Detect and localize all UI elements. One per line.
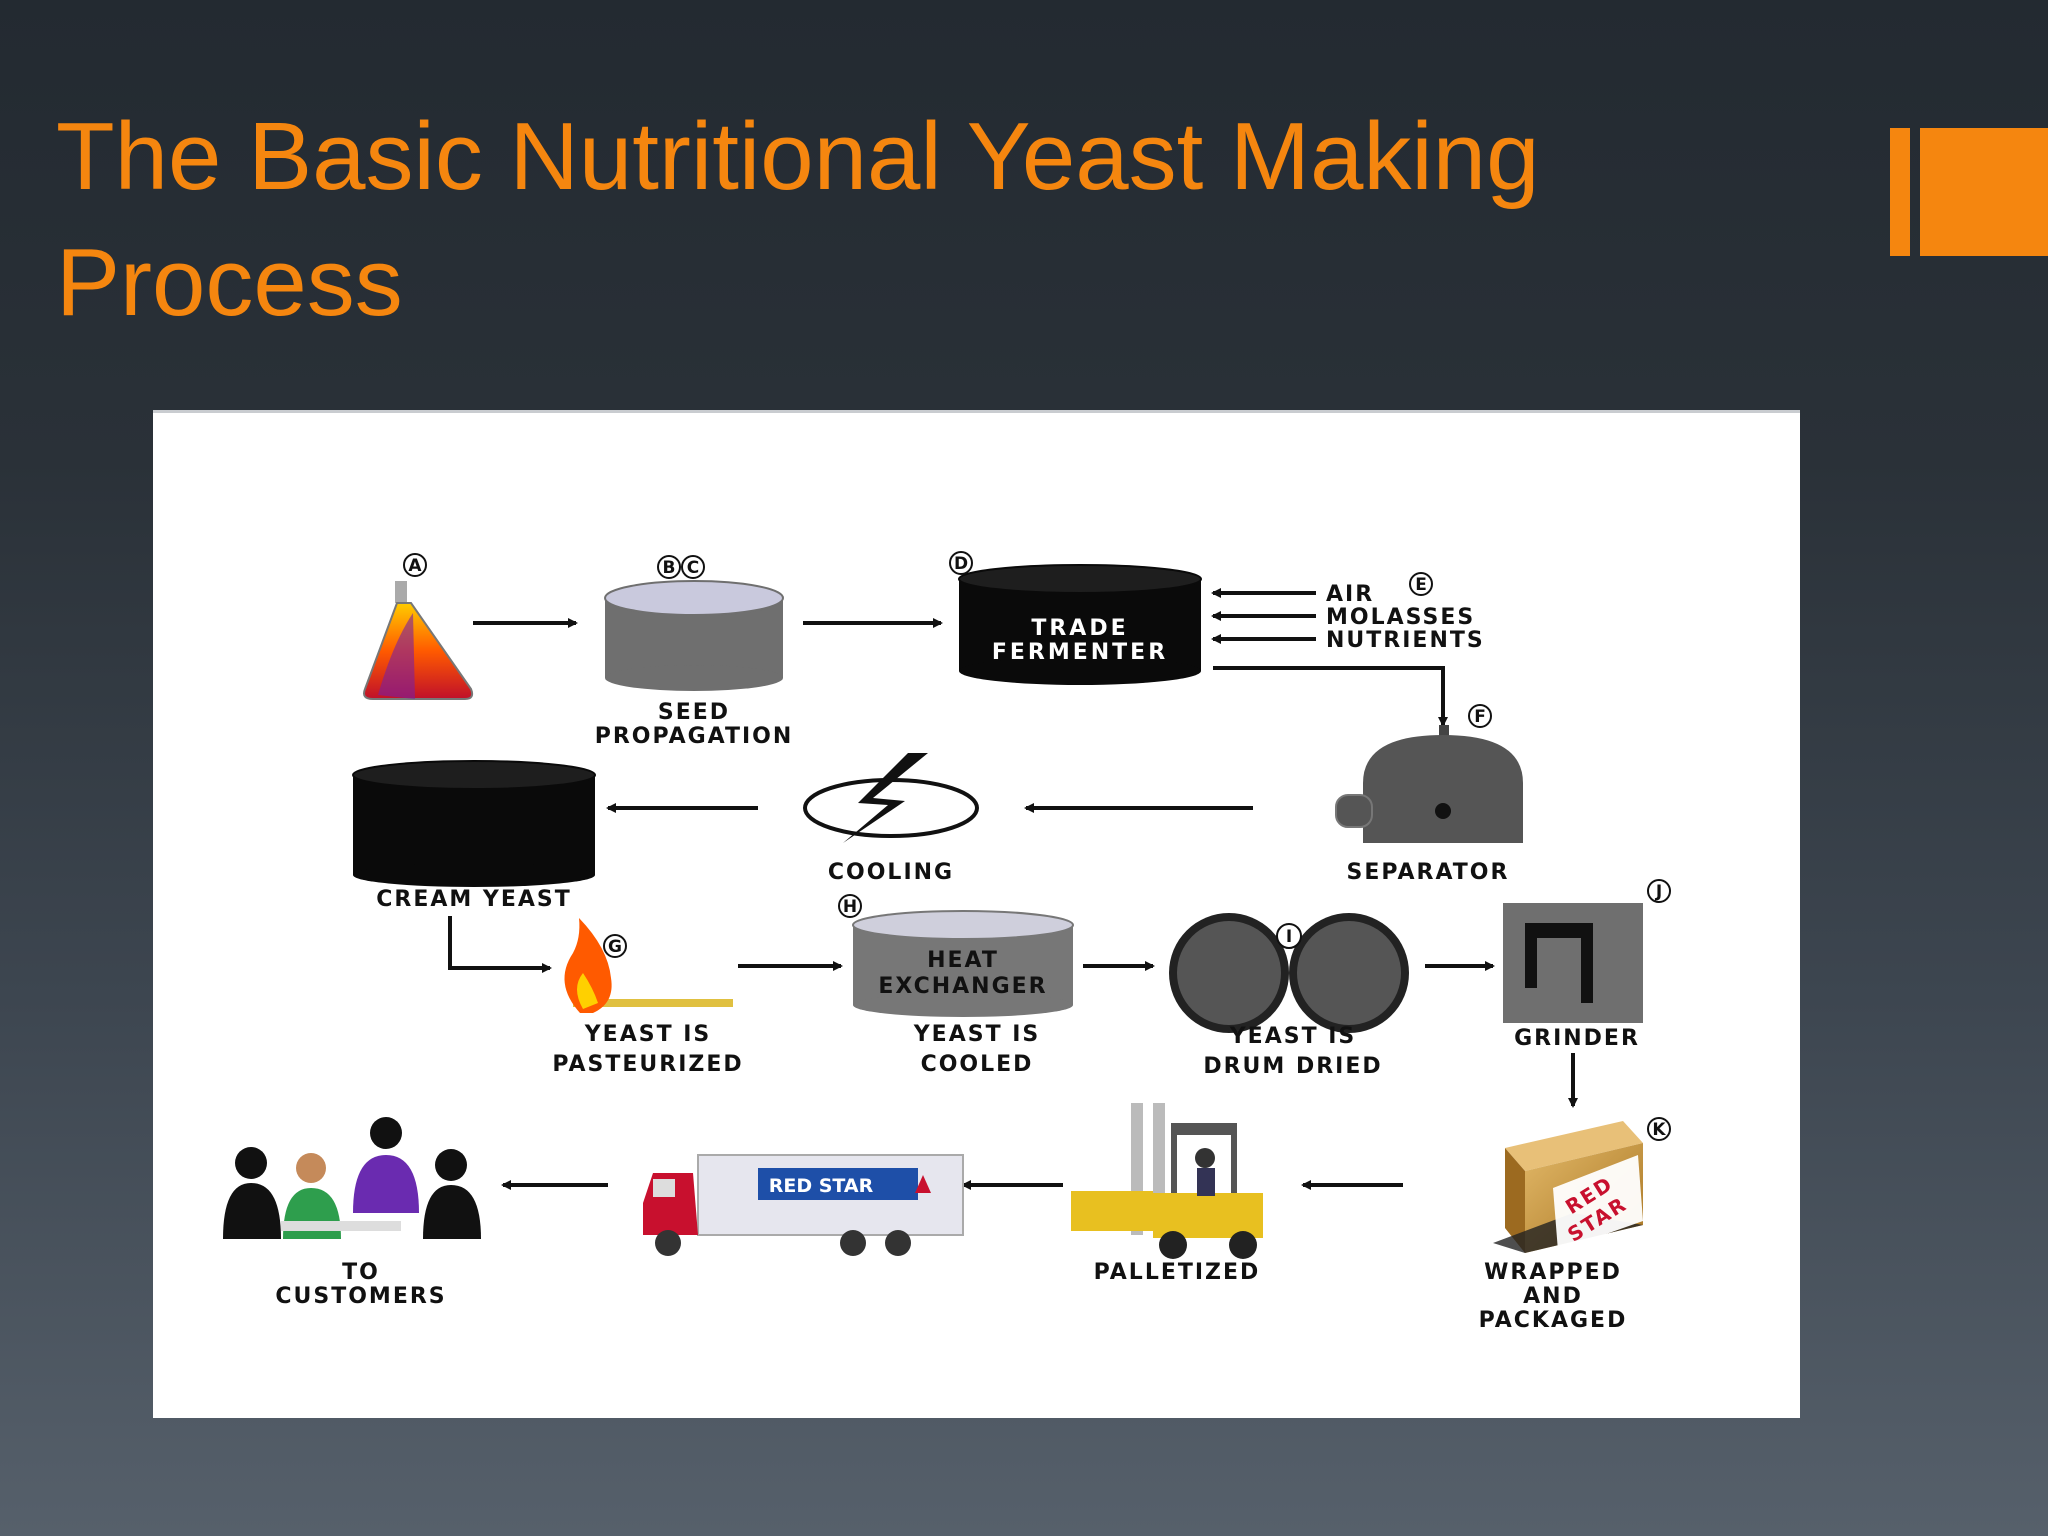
marker-k: K — [1652, 1120, 1666, 1140]
cream-yeast-tank-icon — [352, 760, 596, 887]
label-input-molasses: MOLASSES — [1326, 605, 1475, 630]
cooling-icon — [803, 753, 979, 843]
label-drum-dried-2: DRUM DRIED — [1203, 1054, 1382, 1079]
label-cooled-1: YEAST IS — [913, 1022, 1041, 1047]
label-trade-fermenter-2: FERMENTER — [992, 640, 1168, 665]
label-wrapped-2: AND — [1523, 1284, 1583, 1309]
drum-dryer-icon — [1169, 913, 1409, 1033]
label-heat-exchanger-2: EXCHANGER — [878, 974, 1047, 999]
marker-d: D — [954, 554, 968, 574]
marker-b: B — [663, 558, 676, 578]
accent-bar-block — [1920, 128, 2048, 256]
label-cooling: COOLING — [828, 860, 954, 885]
label-pasteurized-2: PASTEURIZED — [552, 1052, 743, 1077]
pasteurizer-flame-icon — [564, 918, 733, 1013]
slide-title-line-1: The Basic Nutritional Yeast Making — [56, 103, 1540, 210]
label-grinder: GRINDER — [1514, 1026, 1640, 1051]
marker-f: F — [1474, 707, 1486, 727]
marker-i: I — [1286, 927, 1292, 947]
marker-a: A — [408, 556, 422, 576]
label-customers-2: CUSTOMERS — [275, 1284, 446, 1309]
delivery-truck-icon — [643, 1154, 964, 1256]
accent-bar-thin — [1890, 128, 1910, 256]
grinder-icon — [1503, 903, 1643, 1023]
label-customers-1: TO — [342, 1260, 380, 1285]
label-wrapped-1: WRAPPED — [1484, 1260, 1622, 1285]
label-pasteurized-1: YEAST IS — [584, 1022, 712, 1047]
label-palletized: PALLETIZED — [1094, 1260, 1261, 1285]
label-separator: SEPARATOR — [1347, 860, 1510, 885]
label-heat-exchanger-1: HEAT — [927, 948, 999, 973]
trade-fermenter-tank-icon — [958, 564, 1202, 685]
marker-j: J — [1655, 882, 1662, 902]
label-input-nutrients: NUTRIENTS — [1326, 628, 1485, 653]
customers-group-icon — [223, 1117, 481, 1239]
slide-title-line-2: Process — [56, 229, 403, 336]
forklift-icon — [1071, 1103, 1263, 1259]
label-cream-yeast: CREAM YEAST — [376, 887, 572, 912]
marker-e: E — [1415, 575, 1427, 595]
seed-propagation-tank-icon — [604, 580, 784, 691]
label-wrapped-3: PACKAGED — [1479, 1308, 1628, 1333]
marker-c: C — [687, 558, 699, 578]
label-seed-propagation-2: PROPAGATION — [595, 724, 794, 749]
heat-exchanger-tank-icon — [852, 910, 1074, 1017]
package-box-icon — [1493, 1121, 1643, 1253]
marker-g: G — [608, 937, 622, 957]
marker-h: H — [843, 897, 857, 917]
flask-icon — [363, 581, 474, 700]
label-drum-dried-1: YEAST IS — [1229, 1024, 1357, 1049]
label-input-air: AIR — [1326, 582, 1374, 607]
slide-title: The Basic Nutritional Yeast Making Proce… — [56, 94, 1756, 346]
process-diagram: A B C SEED PROPAGATION TRADE FERMENTER D… — [153, 410, 1800, 1418]
separator-icon — [1335, 725, 1523, 843]
process-diagram-svg: A B C SEED PROPAGATION TRADE FERMENTER D… — [223, 551, 1671, 1333]
label-cooled-2: COOLED — [921, 1052, 1034, 1077]
label-truck-brand: RED STAR — [769, 1175, 874, 1197]
label-seed-propagation-1: SEED — [658, 700, 730, 725]
label-trade-fermenter-1: TRADE — [1031, 616, 1128, 641]
